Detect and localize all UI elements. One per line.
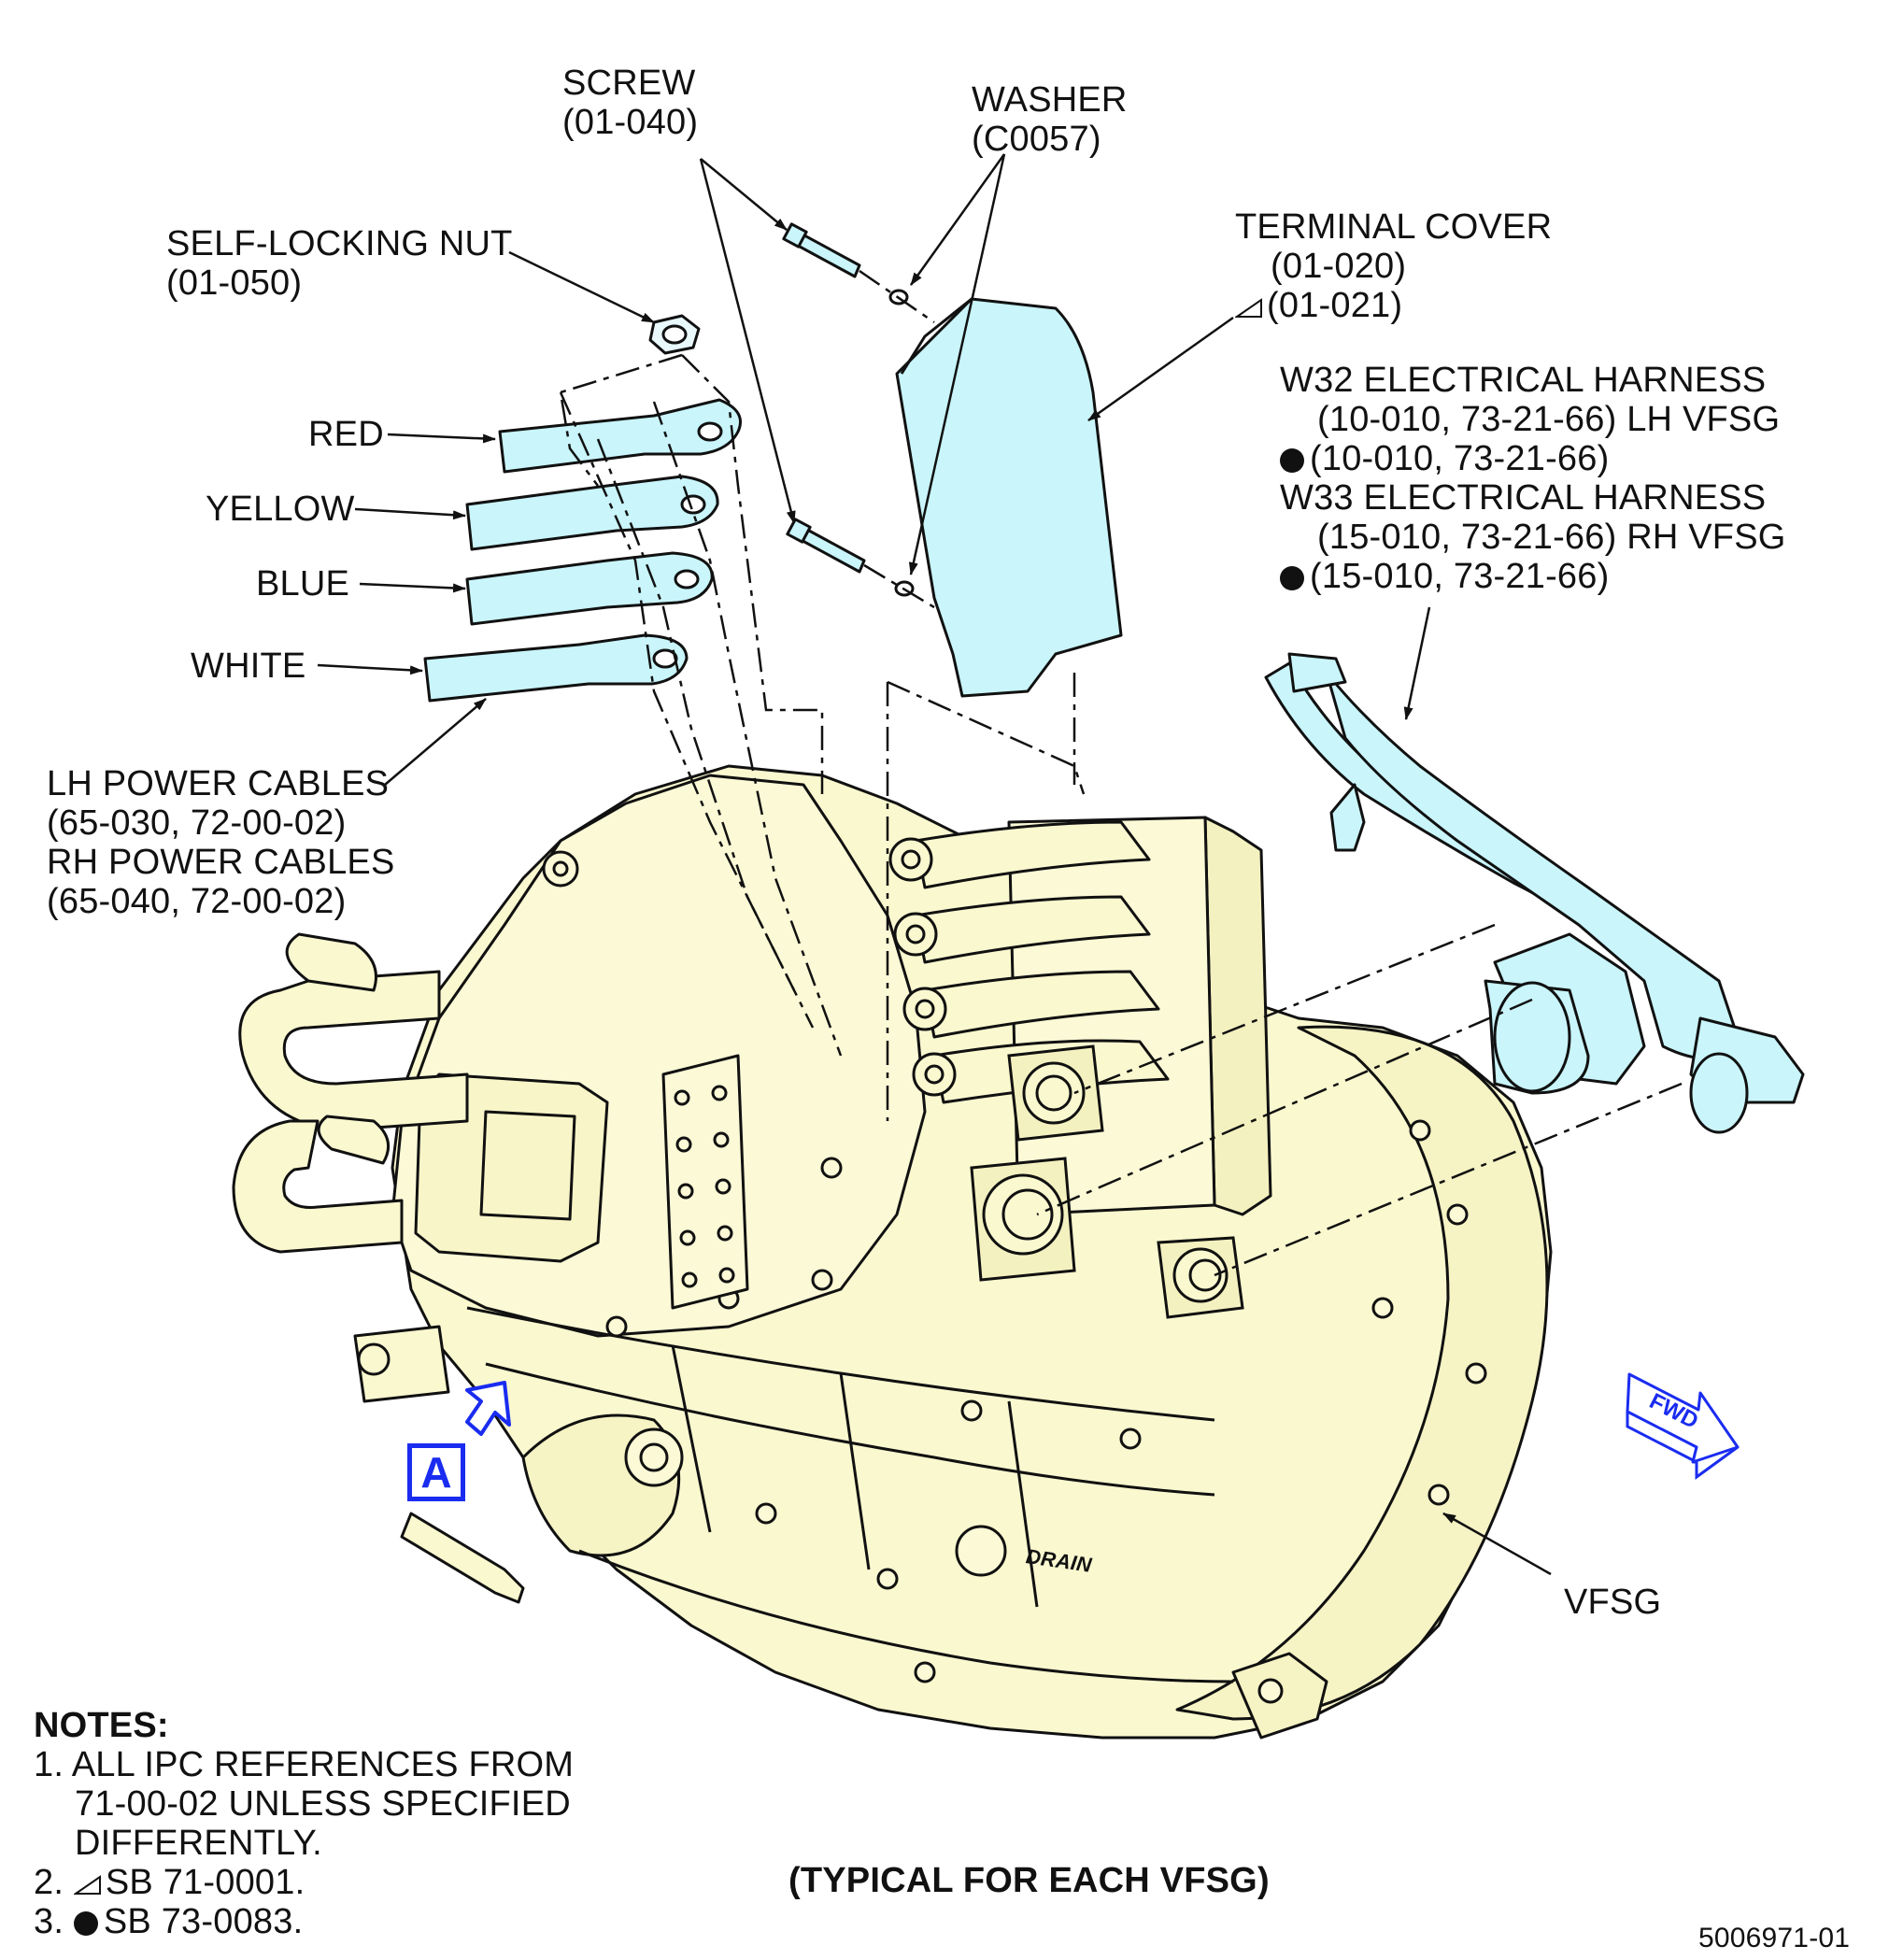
label-white: WHITE (191, 646, 306, 686)
note-1: 1. ALL IPC REFERENCES FROM (34, 1745, 575, 1784)
drain-tube (400, 1512, 525, 1604)
fwd-arrow-icon: FWD (1626, 1372, 1740, 1480)
cable-red (498, 398, 742, 474)
panel-bolt-strip (661, 1054, 749, 1310)
assembly-centerlines (559, 269, 1683, 1277)
figure-id: 5006971-01 (1698, 1923, 1851, 1953)
notes-block: NOTES: 1. ALL IPC REFERENCES FROM 71-00-… (34, 1706, 575, 1941)
cable-blue (465, 551, 714, 626)
harness-plug-rh (1689, 1052, 1749, 1134)
label-washer: WASHER (C0057) (972, 80, 1128, 159)
cable-white (423, 633, 689, 703)
sb-71-0001-triangle-icon (73, 1875, 101, 1895)
sb-71-0001-triangle-icon (1235, 298, 1262, 318)
label-screw: SCREW (01-040) (562, 64, 699, 142)
label-vfsg: VFSG (1564, 1583, 1662, 1622)
vfsg-end-cap (1175, 1025, 1549, 1721)
sb-73-0083-dot-icon (73, 1911, 98, 1936)
harness-plug-lh (1493, 981, 1571, 1093)
connector-receptacles (970, 1044, 1244, 1319)
label-red: RED (308, 415, 384, 454)
note-2: 2. SB 71-0001. (34, 1863, 305, 1902)
label-yellow: YELLOW (206, 490, 355, 529)
cable-yellow (465, 475, 719, 551)
caption: (TYPICAL FOR EACH VFSG) (788, 1861, 1270, 1900)
label-terminal-cover: TERMINAL COVER (01-020) (01-021) (1235, 207, 1553, 325)
terminal-cover-part (895, 297, 1123, 698)
housing-bolts (542, 850, 1487, 1704)
sb-73-0083-dot-icon (1280, 448, 1304, 473)
oil-pipes (232, 932, 525, 1604)
note-3: 3. SB 73-0083. (34, 1902, 304, 1941)
notes-title: NOTES: (34, 1706, 169, 1745)
label-blue: BLUE (256, 564, 350, 604)
label-self-locking-nut: SELF-LOCKING NUT (01-050) (166, 224, 513, 303)
terminal-block (1203, 816, 1272, 1216)
label-power-cables: LH POWER CABLES (65-030, 72-00-02) RH PO… (47, 764, 395, 921)
view-a-arrow (465, 1381, 511, 1436)
label-harness: W32 ELECTRICAL HARNESS (10-010, 73-21-66… (1280, 361, 1786, 596)
leader-lines (317, 153, 1552, 1576)
view-a-callout: A (407, 1443, 465, 1501)
sb-73-0083-dot-icon (1280, 566, 1304, 590)
